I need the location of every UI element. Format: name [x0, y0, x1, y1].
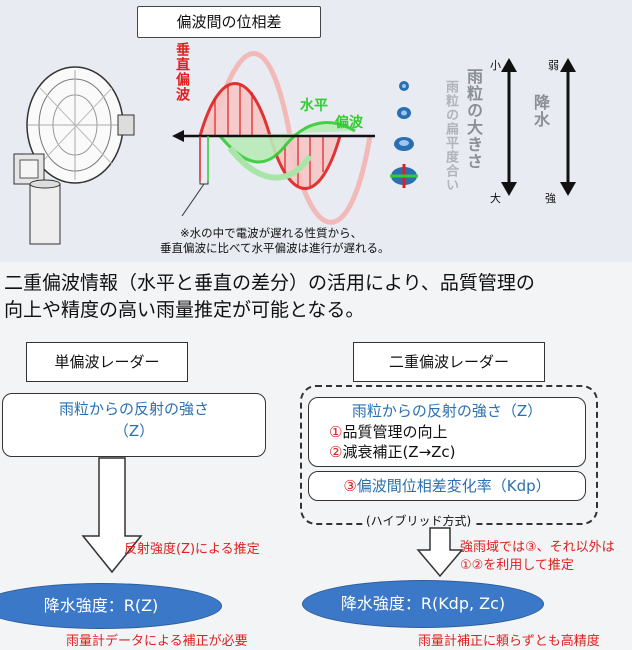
dual-item1: ①品質管理の向上	[309, 422, 585, 442]
single-result-ellipse: 降水強度：R(Z)	[0, 583, 222, 629]
drop-flatness-label: 雨粒の扁平度合い	[443, 80, 458, 192]
drop-size-label: 雨粒の大きさ	[464, 68, 483, 170]
hybrid-method-label: (ハイブリッド方式)	[364, 512, 474, 529]
summary-line2: 向上や精度の高い雨量推定が可能となる。	[4, 299, 365, 321]
horizontal-polarization-label-top: 水平	[300, 98, 328, 114]
single-reflection-line1: 雨粒からの反射の強さ	[58, 400, 209, 418]
single-reflection-line2: （Z）	[113, 422, 155, 440]
single-arrow-label: 反射強度(Z)による推定	[124, 542, 260, 557]
kdp-box: ③偏波間位相差変化率（Kdp）	[308, 471, 586, 501]
dual-arrow-label-line1: 強雨域では③、それ以外は	[460, 540, 615, 555]
single-reflection-box: 雨粒からの反射の強さ （Z）	[2, 393, 266, 457]
dual-radar-title: 二重偏波レーダー	[353, 342, 545, 382]
dual-footnote: 雨量計補正に頼らずとも高精度	[418, 634, 600, 649]
small-label: 小	[490, 59, 501, 72]
kdp-number: ③	[343, 477, 357, 495]
dual-reflection-box: 雨粒からの反射の強さ（Z） ①品質管理の向上 ②減衰補正(Z→Zc)	[308, 397, 586, 467]
summary-statement: 二重偏波情報（水平と垂直の差分）の活用により、品質管理の 向上や精度の高い雨量推…	[4, 270, 632, 324]
radar-antenna-icon	[13, 66, 135, 245]
single-down-arrow	[81, 457, 143, 574]
large-label: 大	[490, 192, 501, 205]
delay-note-line2: 垂直偏波に比べて水平偏波は進行が遅れる。	[160, 241, 390, 255]
dual-arrow-label-line2: ①②を利用して推定	[460, 558, 574, 573]
delay-note-line1: ※水の中で電波が遅れる性質から、	[180, 226, 363, 240]
item1-number: ①	[329, 423, 343, 441]
dual-reflection-title: 雨粒からの反射の強さ（Z）	[351, 402, 543, 420]
vertical-polarization-label: 垂直偏波	[174, 42, 190, 102]
phase-difference-title: 偏波間の位相差	[137, 6, 321, 38]
scale-double-arrows	[501, 58, 576, 196]
precipitation-label: 降水	[531, 94, 550, 128]
item2-number: ②	[329, 443, 343, 461]
horizontal-polarization-label-bottom: 偏波	[335, 115, 363, 131]
item2-text: 減衰補正(Z→Zc)	[342, 443, 456, 461]
summary-line1: 二重偏波情報（水平と垂直の差分）の活用により、品質管理の	[4, 272, 535, 294]
dual-result-ellipse: 降水強度：R(Kdp, Zc)	[302, 580, 544, 628]
single-footnote: 雨量計データによる補正が必要	[66, 634, 248, 649]
dual-item2: ②減衰補正(Z→Zc)	[309, 442, 585, 462]
kdp-text: 偏波間位相差変化率（Kdp）	[356, 477, 551, 495]
weak-label: 弱	[548, 59, 559, 72]
strong-label: 強	[545, 192, 556, 205]
single-radar-title: 単偏波レーダー	[26, 342, 188, 382]
dual-down-arrow	[416, 527, 464, 578]
raindrop-shapes-icon	[390, 81, 418, 188]
item1-text: 品質管理の向上	[342, 423, 448, 441]
polarization-wave-diagram	[172, 51, 375, 225]
